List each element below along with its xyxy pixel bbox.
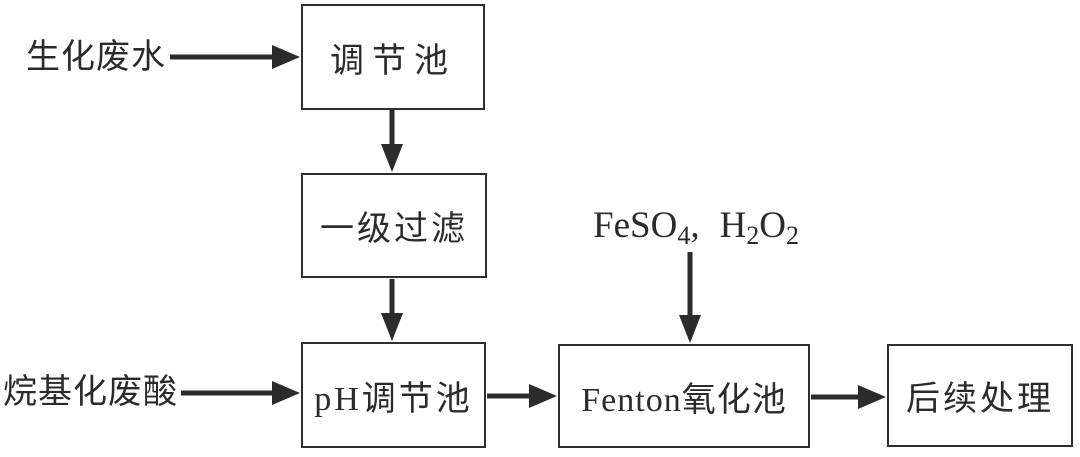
arrow-ph-to-fenton bbox=[487, 384, 557, 408]
chem-h2o2-h-sub: 2 bbox=[746, 221, 760, 250]
chem-comma: , bbox=[690, 205, 700, 246]
node-ph-regulation-tank: pH调节池 bbox=[301, 342, 486, 448]
arrow-filtration-to-ph bbox=[381, 279, 403, 341]
arrow-biochemical-to-regulation bbox=[170, 45, 300, 69]
input-label-alkylation-waste-acid: 烷基化废酸 bbox=[3, 374, 178, 411]
chem-h2o2-o: O bbox=[759, 205, 787, 246]
arrowhead-right-icon bbox=[272, 45, 300, 69]
node-subsequent-treatment: 后续处理 bbox=[887, 344, 1073, 447]
arrowhead-right-icon bbox=[272, 381, 300, 405]
chem-feed-label: FeSO4,H2O2 bbox=[593, 205, 799, 249]
node-regulation-tank: 调节池 bbox=[301, 4, 485, 110]
chem-h2o2-o-sub: 2 bbox=[786, 221, 800, 250]
chem-h2o2-h: H bbox=[719, 205, 747, 246]
node-fenton-oxidation-tank: Fenton氧化池 bbox=[558, 344, 810, 448]
arrow-chem-to-fenton bbox=[679, 252, 701, 343]
input-label-biochemical-wastewater: 生化废水 bbox=[26, 39, 166, 76]
node-primary-filtration: 一级过滤 bbox=[301, 173, 487, 278]
arrow-regulation-to-filtration bbox=[381, 110, 403, 172]
arrowhead-right-icon bbox=[529, 384, 557, 408]
chem-feso4-base: FeSO bbox=[593, 205, 678, 246]
arrowhead-down-icon bbox=[381, 313, 403, 341]
chem-feso4-sub: 4 bbox=[677, 221, 691, 250]
arrow-fenton-to-subsequent bbox=[811, 385, 886, 409]
arrowhead-down-icon bbox=[381, 144, 403, 172]
arrowhead-right-icon bbox=[858, 385, 886, 409]
arrowhead-down-icon bbox=[679, 315, 701, 343]
arrow-acid-to-ph bbox=[181, 381, 300, 405]
